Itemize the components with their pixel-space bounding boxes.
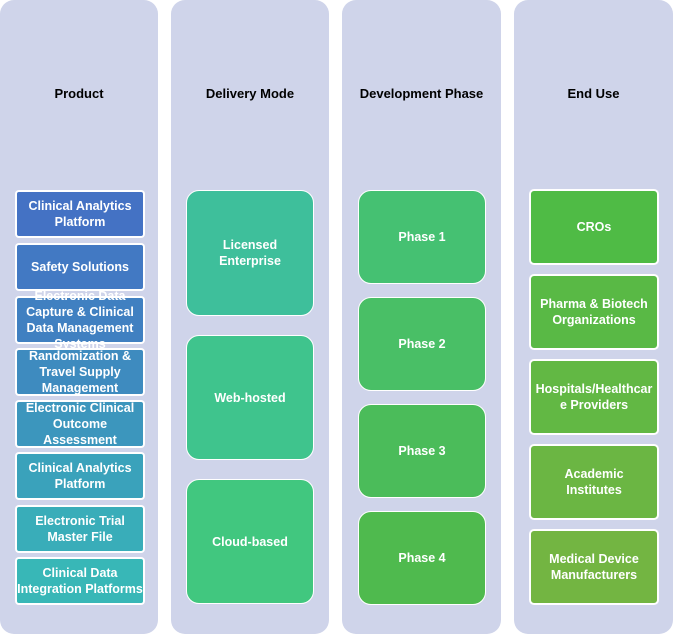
end-use-label: CROs xyxy=(576,220,612,234)
end-use-label: Hospitals/Healthcare Providers xyxy=(535,382,653,412)
product-etmf: Electronic Trial Master File xyxy=(16,506,144,552)
delivery-label: Licensed Enterprise xyxy=(219,238,281,268)
delivery-label: Cloud-based xyxy=(212,534,288,549)
product-edc-cdms: Electronic Data Capture & Clinical Data … xyxy=(16,289,144,351)
product-label: Clinical Data Integration Platforms xyxy=(17,566,143,596)
phase-2: Phase 2 xyxy=(358,297,486,391)
product-data-integration: Clinical Data Integration Platforms xyxy=(16,558,144,604)
end-use-pharma-biotech: Pharma & Biotech Organizations xyxy=(530,275,658,349)
product-label: Clinical Analytics Platform xyxy=(28,461,132,491)
phase-1: Phase 1 xyxy=(358,190,486,284)
product-label: Clinical Analytics Platform xyxy=(28,199,132,229)
end-use-label: Academic Institutes xyxy=(564,467,624,497)
end-use-academic-institutes: Academic Institutes xyxy=(530,445,658,519)
phase-label: Phase 2 xyxy=(398,337,446,351)
column-title-delivery-mode: Delivery Mode xyxy=(205,86,295,101)
product-label: Electronic Clinical Outcome Assessment xyxy=(25,401,135,447)
delivery-cloud-based: Cloud-based xyxy=(186,479,314,604)
product-label: Randomization & Travel Supply Management xyxy=(28,349,132,395)
end-use-label: Pharma & Biotech Organizations xyxy=(540,297,648,327)
delivery-licensed-enterprise: Licensed Enterprise xyxy=(186,190,314,316)
end-use-hospitals: Hospitals/Healthcare Providers xyxy=(530,360,658,434)
column-title-product: Product xyxy=(54,86,104,101)
product-label: Electronic Data Capture & Clinical Data … xyxy=(26,289,134,351)
phase-4: Phase 4 xyxy=(358,511,486,605)
delivery-web-hosted: Web-hosted xyxy=(186,335,314,460)
delivery-label: Web-hosted xyxy=(214,390,286,405)
product-ecoa: Electronic Clinical Outcome Assessment xyxy=(16,401,144,447)
product-clinical-analytics-platform: Clinical Analytics Platform xyxy=(16,191,144,237)
phase-label: Phase 3 xyxy=(398,444,446,458)
product-safety-solutions: Safety Solutions xyxy=(16,244,144,290)
end-use-label: Medical Device Manufacturers xyxy=(549,552,639,582)
product-label: Electronic Trial Master File xyxy=(35,514,125,544)
column-development-phase: Development Phase Phase 1 Phase 2 Phase … xyxy=(342,0,501,634)
product-label: Safety Solutions xyxy=(31,260,129,274)
column-title-development-phase: Development Phase xyxy=(359,86,484,101)
phase-3: Phase 3 xyxy=(358,404,486,498)
column-title-end-use: End Use xyxy=(567,86,620,101)
product-clinical-analytics-platform-2: Clinical Analytics Platform xyxy=(16,453,144,499)
phase-label: Phase 4 xyxy=(398,551,446,565)
column-end-use: End Use CROs Pharma & Biotech Organizati… xyxy=(514,0,673,634)
end-use-medical-device: Medical Device Manufacturers xyxy=(530,530,658,604)
phase-label: Phase 1 xyxy=(398,230,446,244)
column-product: Product Clinical Analytics Platform Safe… xyxy=(0,0,158,634)
column-delivery-mode: Delivery Mode Licensed Enterprise Web-ho… xyxy=(171,0,329,634)
end-use-cros: CROs xyxy=(530,190,658,264)
product-randomization-supply: Randomization & Travel Supply Management xyxy=(16,349,144,395)
